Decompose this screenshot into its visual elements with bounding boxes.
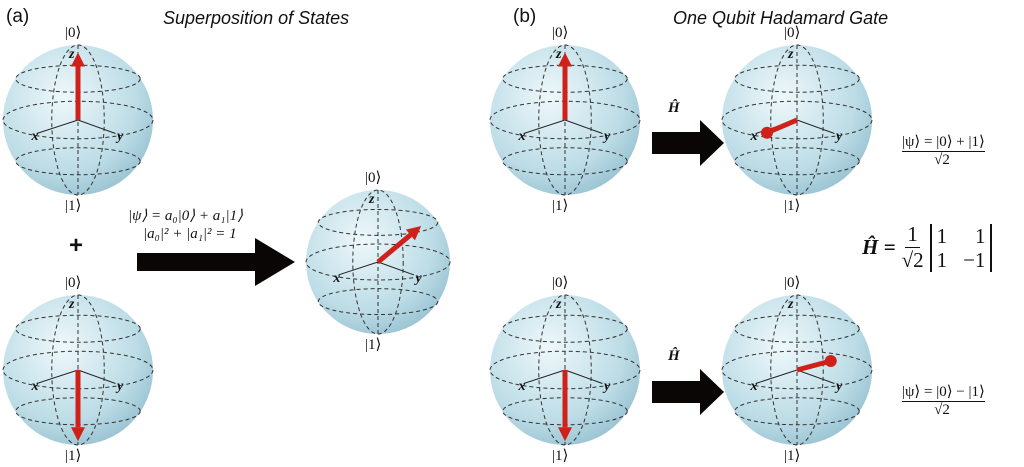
y-label: y <box>117 379 124 394</box>
state-equation: |ψ⟩ = a₀|0⟩ + a₁|1⟩ <box>128 208 243 224</box>
bloch-sphere-b-one <box>489 294 641 446</box>
x-axis <box>36 369 79 384</box>
ket-zero-label: |0⟩ <box>552 275 569 291</box>
panel-b-label: (b) <box>513 6 537 27</box>
y-label: y <box>836 379 843 394</box>
x-axis <box>36 119 79 134</box>
latitude-north <box>734 64 860 93</box>
ket-one-label: |1⟩ <box>65 448 82 464</box>
hadamard-arrow-top <box>652 120 724 166</box>
ket-one-label: |1⟩ <box>365 337 382 353</box>
x-axis <box>755 369 798 384</box>
ket-zero-label: |0⟩ <box>65 275 82 291</box>
ket-zero-label: |0⟩ <box>552 25 569 41</box>
vector-arrowhead <box>558 427 572 442</box>
y-axis <box>564 369 603 384</box>
x-axis <box>338 261 379 276</box>
hadamard-arrow-bottom <box>652 369 724 415</box>
x-label: x <box>31 129 39 144</box>
panel-a-label: (a) <box>6 6 30 27</box>
ket-zero-label: |0⟩ <box>365 170 382 186</box>
x-label: x <box>518 129 526 144</box>
ket-one-label: |1⟩ <box>784 448 801 464</box>
plus-sign: + <box>69 232 84 259</box>
z-label: z <box>69 47 75 62</box>
z-label: z <box>556 297 562 312</box>
ket-one-label: |1⟩ <box>552 198 569 214</box>
bloch-sphere-b-zero <box>489 44 641 196</box>
z-label: z <box>788 47 794 62</box>
psi-plus-numerator: |ψ⟩ = |0⟩ + |1⟩ <box>902 134 985 152</box>
equator <box>305 243 451 281</box>
psi-minus-denominator: √2 <box>934 402 950 418</box>
x-label: x <box>750 379 758 394</box>
z-label: z <box>556 47 562 62</box>
scalar-denominator: √2 <box>901 248 924 272</box>
vector-tip <box>824 355 837 367</box>
ket-one-label: |1⟩ <box>552 448 569 464</box>
latitude-north <box>15 314 141 343</box>
ket-zero-label: |0⟩ <box>65 25 82 41</box>
panel-b-title: One Qubit Hadamard Gate <box>673 8 889 28</box>
y-axis <box>377 261 415 276</box>
x-label: x <box>750 129 758 144</box>
z-label: z <box>369 192 375 207</box>
hadamard-label-bottom: Ĥ <box>668 348 680 364</box>
matrix-body: 1 1 1 −1 <box>929 223 993 272</box>
x-label: x <box>31 379 39 394</box>
y-axis <box>796 119 835 134</box>
matrix-cell: 1 <box>936 223 948 248</box>
matrix-cell: 1 <box>974 223 986 248</box>
vector-arrowhead <box>558 52 572 67</box>
ket-one-label: |1⟩ <box>65 198 82 214</box>
hadamard-matrix: Ĥ = 1√2 1 1 1 −1 <box>862 222 993 273</box>
vector-arrowhead <box>71 52 85 67</box>
y-label: y <box>604 379 611 394</box>
y-label: y <box>836 129 843 144</box>
vector-tip <box>761 126 773 139</box>
transition-arrow-superposition <box>137 238 295 286</box>
matrix-lhs: Ĥ = <box>862 235 896 259</box>
y-axis <box>77 119 116 134</box>
z-label: z <box>788 297 794 312</box>
y-label: y <box>415 270 422 286</box>
psi-plus-denominator: √2 <box>934 152 950 168</box>
psi-plus-equation: |ψ⟩ = |0⟩ + |1⟩ √2 <box>902 132 985 169</box>
vector-arrowhead <box>405 226 422 241</box>
matrix-cell: −1 <box>963 247 986 272</box>
ket-zero-label: |0⟩ <box>784 25 801 41</box>
scalar-numerator: 1 <box>905 222 920 248</box>
state-vector <box>376 233 413 264</box>
matrix-scalar: 1√2 <box>902 222 924 273</box>
latitude-north <box>734 314 860 343</box>
ket-one-label: |1⟩ <box>784 198 801 214</box>
bloch-sphere-b-minus <box>721 294 873 446</box>
x-axis <box>523 369 566 384</box>
hadamard-label-top: Ĥ <box>668 100 680 116</box>
normalization-equation: |a₀|² + |a₁|² = 1 <box>143 226 237 242</box>
y-axis <box>77 369 116 384</box>
x-axis <box>523 119 566 134</box>
y-axis <box>564 119 603 134</box>
y-label: y <box>604 129 611 144</box>
x-label: x <box>518 379 526 394</box>
z-label: z <box>69 297 75 312</box>
bloch-sphere-a-zero <box>2 44 154 196</box>
vector-arrowhead <box>71 427 85 442</box>
panel-a-title: Superposition of States <box>163 8 350 28</box>
ket-zero-label: |0⟩ <box>784 275 801 291</box>
latitude-north <box>502 314 628 343</box>
bloch-sphere-a-super <box>305 189 451 335</box>
psi-minus-equation: |ψ⟩ = |0⟩ − |1⟩ √2 <box>902 382 985 419</box>
y-label: y <box>117 129 124 144</box>
bloch-sphere-a-one <box>2 294 154 446</box>
matrix-cell: 1 <box>936 247 948 272</box>
bloch-sphere-b-plus <box>721 44 873 196</box>
x-label: x <box>333 270 341 286</box>
y-axis <box>796 369 835 384</box>
psi-minus-numerator: |ψ⟩ = |0⟩ − |1⟩ <box>902 384 985 402</box>
